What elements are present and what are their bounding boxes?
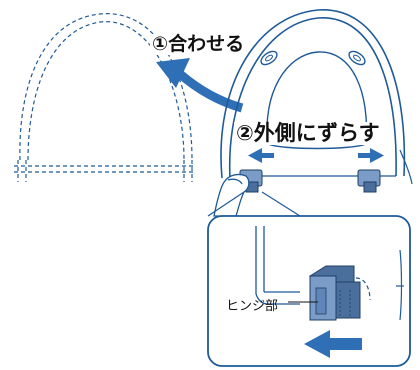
curved-arrow-icon [156, 58, 244, 113]
seat-bumper-right [348, 50, 366, 66]
toilet-seat [220, 9, 413, 185]
left-arrow-icon [248, 148, 274, 163]
big-left-arrow-icon [304, 330, 362, 358]
dashed-lid-outline [14, 13, 194, 182]
hinge-right [357, 169, 381, 193]
callout-box [207, 215, 411, 367]
hand [213, 173, 250, 217]
hinge-detail [308, 265, 361, 321]
callout-leader [207, 191, 301, 217]
hinge-label: ヒンジ部 [226, 299, 279, 314]
step-1-label: ①合わせる [150, 33, 247, 55]
seat-bumper-left [260, 50, 278, 66]
step-2-label: ②外側にずらす [234, 121, 382, 145]
right-arrow-icon [358, 148, 384, 163]
